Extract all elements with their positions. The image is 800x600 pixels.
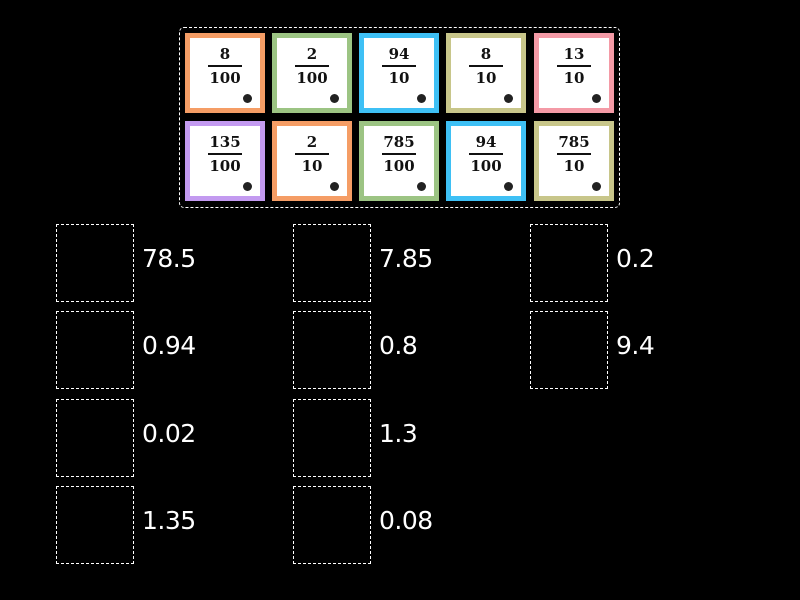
fraction-denominator: 100 — [296, 69, 328, 87]
decimal-label: 1.3 — [379, 419, 418, 448]
drop-slot[interactable] — [56, 399, 134, 477]
decimal-label: 9.4 — [616, 331, 655, 360]
fraction-bar — [295, 65, 329, 67]
decimal-label: 78.5 — [142, 244, 196, 273]
fraction-denominator: 10 — [475, 69, 497, 87]
speaker-icon[interactable] — [592, 94, 601, 103]
drop-slot[interactable] — [293, 486, 371, 564]
speaker-icon[interactable] — [417, 182, 426, 191]
fraction-numerator: 2 — [306, 133, 318, 151]
drop-slot[interactable] — [56, 224, 134, 302]
speaker-icon[interactable] — [330, 182, 339, 191]
fraction-numerator: 785 — [558, 133, 590, 151]
fraction-numerator: 135 — [209, 133, 241, 151]
fraction-denominator: 10 — [301, 157, 323, 175]
fraction-bar — [557, 153, 591, 155]
fraction-bar — [557, 65, 591, 67]
speaker-icon[interactable] — [417, 94, 426, 103]
speaker-icon[interactable] — [330, 94, 339, 103]
decimal-label: 0.08 — [379, 506, 433, 535]
drop-slot[interactable] — [56, 486, 134, 564]
fraction-numerator: 8 — [480, 45, 492, 63]
drop-slot[interactable] — [293, 224, 371, 302]
fraction-denominator: 100 — [209, 69, 241, 87]
fraction-denominator: 10 — [563, 69, 585, 87]
drop-slot[interactable] — [530, 224, 608, 302]
fraction-numerator: 785 — [383, 133, 415, 151]
fraction-bar — [382, 65, 416, 67]
decimal-label: 0.02 — [142, 419, 196, 448]
fraction-bar — [469, 65, 503, 67]
fraction-numerator: 94 — [388, 45, 410, 63]
drop-slot[interactable] — [56, 311, 134, 389]
decimal-label: 0.8 — [379, 331, 418, 360]
decimal-label: 0.2 — [616, 244, 655, 273]
speaker-icon[interactable] — [504, 94, 513, 103]
speaker-icon[interactable] — [592, 182, 601, 191]
decimal-label: 7.85 — [379, 244, 433, 273]
fraction-bar — [295, 153, 329, 155]
fraction-bar — [208, 153, 242, 155]
fraction-denominator: 10 — [563, 157, 585, 175]
tile-tray — [179, 27, 620, 208]
fraction-denominator: 10 — [388, 69, 410, 87]
drop-slot[interactable] — [530, 311, 608, 389]
decimal-label: 0.94 — [142, 331, 196, 360]
fraction-bar — [469, 153, 503, 155]
fraction-numerator: 94 — [475, 133, 497, 151]
fraction-numerator: 2 — [306, 45, 318, 63]
fraction-bar — [382, 153, 416, 155]
speaker-icon[interactable] — [243, 94, 252, 103]
speaker-icon[interactable] — [243, 182, 252, 191]
drop-slot[interactable] — [293, 311, 371, 389]
fraction-denominator: 100 — [383, 157, 415, 175]
fraction-numerator: 8 — [219, 45, 231, 63]
fraction-numerator: 13 — [563, 45, 585, 63]
fraction-denominator: 100 — [470, 157, 502, 175]
fraction-bar — [208, 65, 242, 67]
fraction-denominator: 100 — [209, 157, 241, 175]
decimal-label: 1.35 — [142, 506, 196, 535]
speaker-icon[interactable] — [504, 182, 513, 191]
drop-slot[interactable] — [293, 399, 371, 477]
